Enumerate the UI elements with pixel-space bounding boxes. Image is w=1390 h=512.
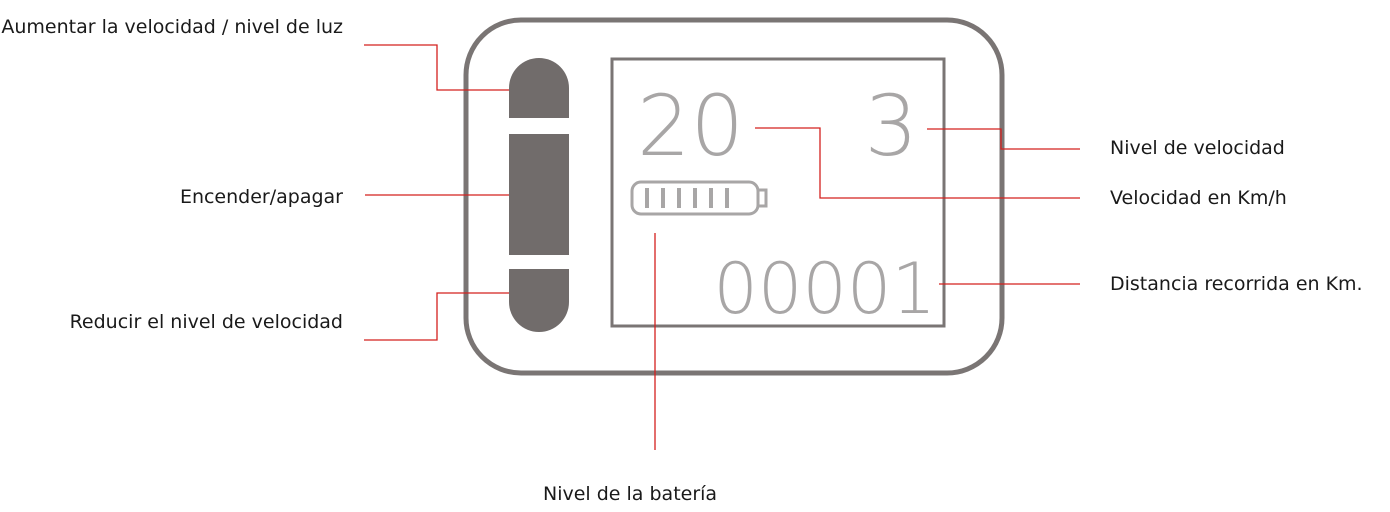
- leader-speed: [755, 127, 1080, 199]
- battery-icon: [630, 180, 768, 216]
- label-battery: Nivel de la batería: [543, 483, 718, 505]
- speed-level-value: 3: [865, 77, 918, 175]
- speed-value: 20: [637, 77, 744, 175]
- label-decrease: Reducir el nivel de velocidad: [69, 311, 343, 333]
- distance-value: 00001: [713, 248, 936, 330]
- decrease-button[interactable]: [509, 269, 569, 332]
- increase-button[interactable]: [509, 58, 569, 118]
- label-speed: Velocidad en Km/h: [1110, 187, 1287, 209]
- label-distance: Distancia recorrida en Km.: [1110, 273, 1363, 295]
- leader-decrease: [364, 292, 509, 341]
- leader-speed-level: [927, 128, 1080, 150]
- label-power: Encender/apagar: [179, 186, 343, 208]
- leader-increase: [364, 44, 509, 91]
- power-button[interactable]: [509, 134, 569, 255]
- label-increase: Aumentar la velocidad / nivel de luz: [1, 16, 343, 38]
- display-screen: [610, 57, 946, 328]
- label-speed-level: Nivel de velocidad: [1110, 137, 1285, 159]
